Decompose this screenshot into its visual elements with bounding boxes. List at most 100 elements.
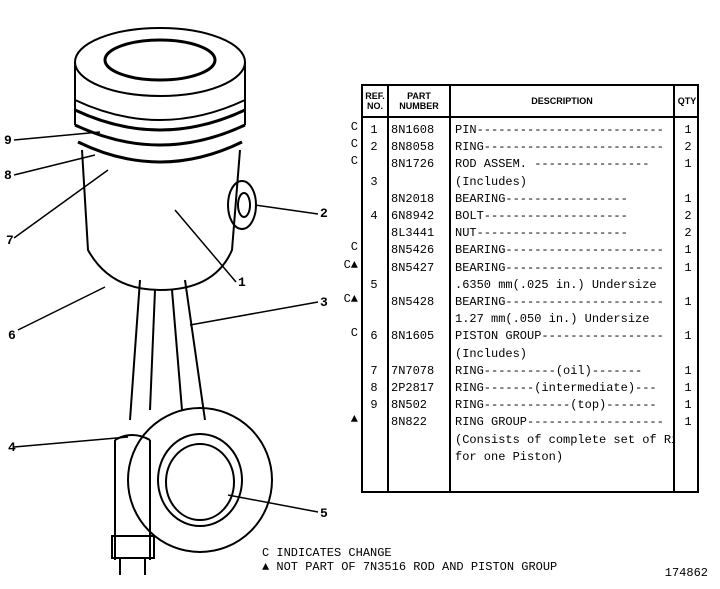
cell-desc: (Consists of complete set of Rings <box>455 432 673 447</box>
cell-qty: 1 <box>684 191 692 206</box>
callout-7: 7 <box>6 233 14 248</box>
table-row: 7 7N7078 RING----------(oil)------- 1 <box>363 363 697 380</box>
table-row: 6 8N1605 PISTON GROUP----------------- 1 <box>363 328 697 345</box>
cell-part: 8N1608 <box>391 123 435 137</box>
cell-desc: RING-------(intermediate)--- <box>455 381 657 395</box>
cell-qty: 1 <box>684 243 692 258</box>
cell-part: 8N8058 <box>391 140 435 155</box>
cell-qty: 1 <box>684 398 692 413</box>
note-change: C INDICATES CHANGE <box>262 546 392 560</box>
callout-8: 8 <box>4 168 12 183</box>
legend-notes: C INDICATES CHANGE ▲ NOT PART OF 7N3516 … <box>262 546 557 574</box>
cell-desc: BEARING----------------- <box>455 191 628 206</box>
cell-qty: 1 <box>684 381 692 395</box>
rod-bearing <box>127 407 273 553</box>
table-row: 8N5428 BEARING---------------------- 1 <box>363 294 697 311</box>
cell-desc: 1.27 mm(.050 in.) Undersize <box>455 312 650 327</box>
cell-qty: 1 <box>684 363 692 378</box>
callout-1: 1 <box>238 275 246 290</box>
cell-desc: (Includes) <box>455 174 528 189</box>
cell-part: 8N5427 <box>391 260 435 275</box>
cell-qty: 1 <box>684 260 692 275</box>
cell-desc: BEARING---------------------- <box>455 295 664 309</box>
table-row: (Includes) <box>363 346 697 363</box>
cell-ref: 6 <box>370 329 378 344</box>
piston-pin <box>227 180 257 230</box>
change-mark: C▲ <box>343 292 358 306</box>
cell-part: 8N502 <box>391 398 428 413</box>
cell-desc: RING------------(top)------- <box>455 398 657 413</box>
cell-ref: 2 <box>370 140 378 155</box>
cell-desc: PIN-------------------------- <box>455 123 664 137</box>
cell-part: 8N1726 <box>391 157 435 172</box>
cell-ref: 9 <box>370 398 378 413</box>
callout-5: 5 <box>320 506 328 521</box>
change-mark: C <box>350 154 358 169</box>
piston-rod-illustration <box>13 27 319 575</box>
header-qty: QTY <box>677 96 697 106</box>
cell-desc: BEARING---------------------- <box>455 243 664 258</box>
rod-nut <box>111 535 155 559</box>
change-mark: C <box>350 137 358 152</box>
ring-oil <box>77 140 243 164</box>
connecting-rod <box>129 279 206 421</box>
table-row: 8N1726 ROD ASSEM. ---------------- 1 <box>363 156 697 173</box>
cell-ref: 8 <box>370 381 378 395</box>
cell-desc: PISTON GROUP----------------- <box>455 329 664 344</box>
table-row: 2 8N8058 RING------------------------- 2 <box>363 139 697 156</box>
change-mark: C▲ <box>343 257 358 272</box>
change-mark: C <box>350 120 358 134</box>
cell-ref: 7 <box>370 363 378 378</box>
cell-part: 8N1605 <box>391 329 435 344</box>
cell-desc: (Includes) <box>455 346 528 361</box>
note-not-part: ▲ NOT PART OF 7N3516 ROD AND PISTON GROU… <box>262 560 558 574</box>
cell-part: 8N5426 <box>391 243 435 258</box>
cell-desc: RING GROUP------------------- <box>455 415 664 430</box>
callout-3: 3 <box>320 295 328 310</box>
cell-desc: RING----------(oil)------- <box>455 363 643 378</box>
cell-desc: BEARING---------------------- <box>455 260 664 275</box>
cell-part: 8N2018 <box>391 191 435 206</box>
cell-desc: BOLT-------------------- <box>455 209 628 223</box>
table-row: 3 (Includes) <box>363 174 697 191</box>
cell-part: 6N8942 <box>391 209 435 223</box>
cell-qty: 1 <box>684 123 692 137</box>
header-description: DESCRIPTION <box>531 96 593 106</box>
cell-desc: for one Piston) <box>455 449 564 464</box>
table-row: 9 8N502 RING------------(top)------- 1 <box>363 397 697 414</box>
header-ref-no: REF. NO. <box>365 91 385 111</box>
table-row: 1.27 mm(.050 in.) Undersize <box>363 311 697 328</box>
piston-crown <box>74 27 246 97</box>
change-mark: C <box>350 326 358 341</box>
table-row: 1 8N1608 PIN-------------------------- 1 <box>363 122 697 139</box>
cell-part: 8L3441 <box>391 226 435 241</box>
change-mark: C <box>350 240 358 255</box>
cell-part: 8N5428 <box>391 295 435 309</box>
cell-qty: 2 <box>684 140 692 155</box>
cell-qty: 1 <box>684 157 692 172</box>
table-row: 8 2P2817 RING-------(intermediate)--- 1 <box>363 380 697 397</box>
cell-desc: RING------------------------- <box>455 140 664 155</box>
cell-qty: 1 <box>684 295 692 309</box>
cell-qty: 2 <box>684 226 692 241</box>
cell-part: 2P2817 <box>391 381 435 395</box>
table-row: 8N5426 BEARING---------------------- 1 <box>363 242 697 259</box>
change-mark: ▲ <box>350 412 358 427</box>
document-number: 174862 <box>664 566 708 580</box>
ring-top <box>74 108 246 132</box>
cell-ref: 4 <box>370 209 378 223</box>
cell-ref: 5 <box>370 277 378 292</box>
callout-6: 6 <box>8 328 16 343</box>
cell-desc: ROD ASSEM. ---------------- <box>455 157 650 172</box>
cell-desc: .6350 mm(.025 in.) Undersize <box>455 277 657 292</box>
table-row: 8N5427 BEARING---------------------- 1 <box>363 260 697 277</box>
cell-desc: NUT--------------------- <box>455 226 628 241</box>
table-row: 8N2018 BEARING----------------- 1 <box>363 191 697 208</box>
header-part-number: PART NUMBER <box>399 91 439 111</box>
cell-qty: 1 <box>684 329 692 344</box>
cell-part: 7N7078 <box>391 363 435 378</box>
cell-ref: 1 <box>370 123 378 137</box>
callout-9: 9 <box>4 133 12 148</box>
